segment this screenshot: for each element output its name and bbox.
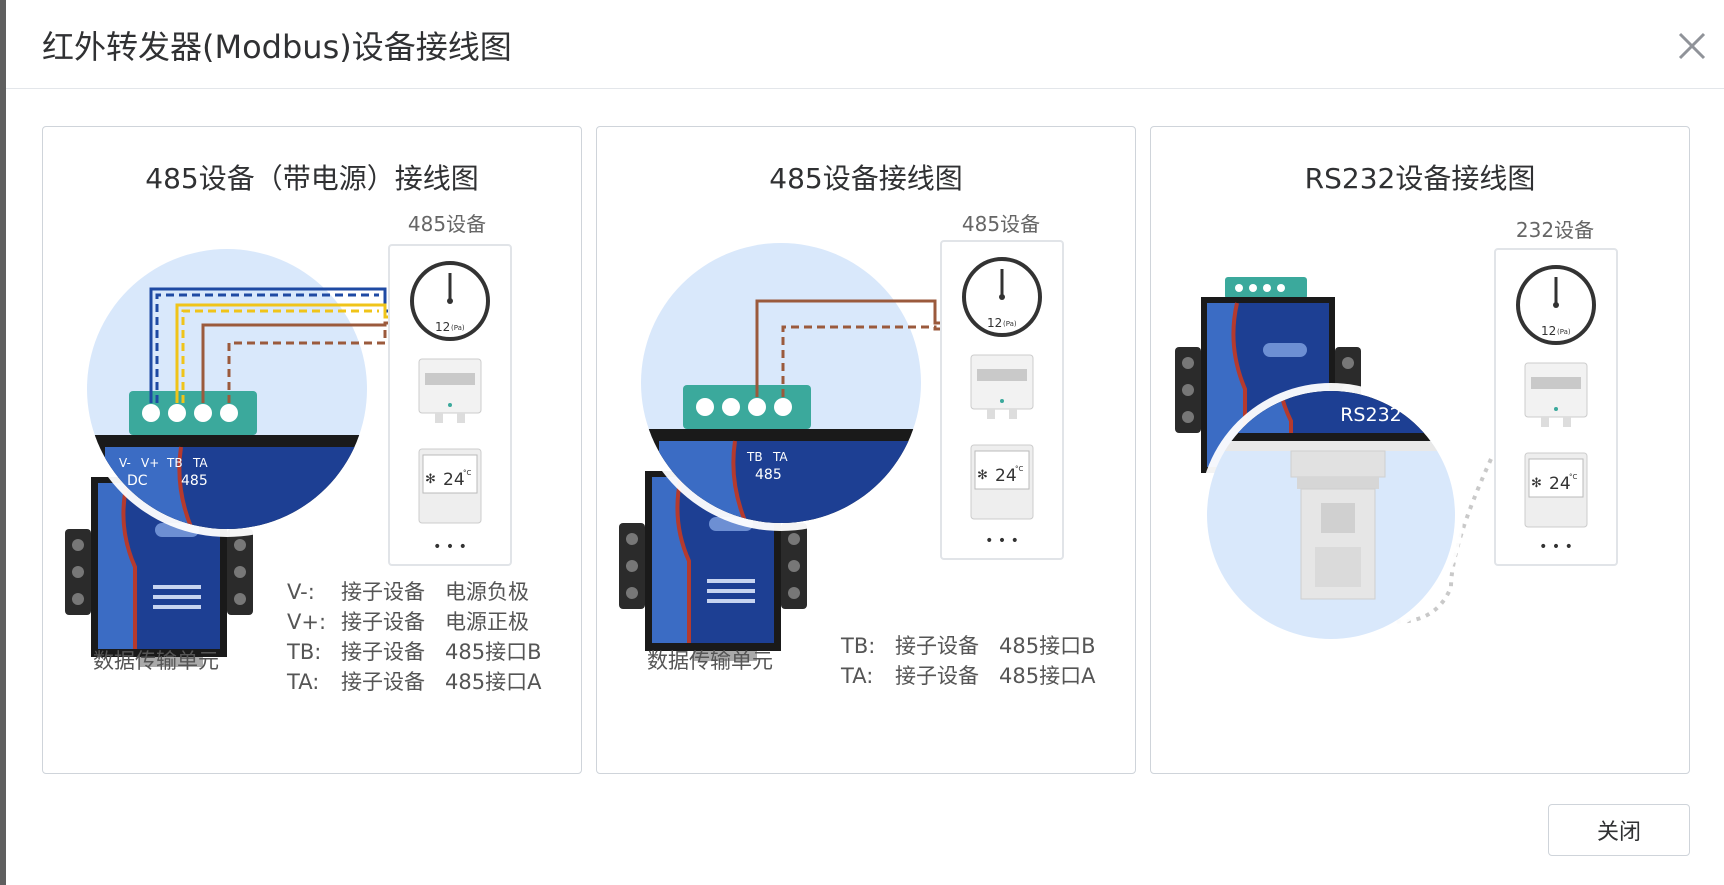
svg-text:(Pa): (Pa)	[1003, 320, 1017, 328]
svg-text:12: 12	[1541, 324, 1556, 338]
dtu-label: 数据传输单元	[647, 649, 773, 673]
svg-text:(Pa): (Pa)	[1557, 328, 1571, 336]
panel-485: 485设备接线图	[596, 126, 1136, 774]
dialog-title: 红外转发器(Modbus)设备接线图	[42, 28, 512, 66]
svg-text:12: 12	[987, 316, 1002, 330]
panel-title: RS232设备接线图	[1304, 162, 1536, 195]
svg-text:12: 12	[435, 320, 450, 334]
wiring-diagram-485: TB TA 485 485设备 12 (Pa)	[619, 212, 1064, 661]
legend-row: V-:接子设备电源负极	[287, 580, 529, 604]
terminal-label: V+	[141, 456, 159, 470]
wiring-dialog: 红外转发器(Modbus)设备接线图 485设备（带电源）接线图	[6, 0, 1724, 885]
svg-text:°C: °C	[1015, 465, 1024, 473]
terminal-label: TA	[192, 456, 208, 470]
wiring-diagram-485-powered: V- V+ TB TA DC 485 485设备	[65, 212, 512, 667]
dtu-device	[65, 477, 253, 667]
svg-text:✻: ✻	[425, 472, 436, 487]
terminal-label: TB	[746, 450, 763, 464]
svg-text:✻: ✻	[1531, 476, 1542, 491]
legend-row: V+:接子设备电源正极	[287, 610, 529, 634]
dialog-header: 红外转发器(Modbus)设备接线图	[6, 0, 1724, 89]
module-label: RS232	[1340, 404, 1402, 426]
close-button[interactable]: 关闭	[1548, 804, 1690, 856]
pressure-gauge-icon: 12 (Pa)	[410, 261, 490, 341]
svg-text:(Pa): (Pa)	[451, 324, 465, 332]
close-icon[interactable]	[1672, 26, 1712, 66]
device-label: 232设备	[1516, 218, 1594, 242]
magnify-circle: RS232	[1199, 383, 1463, 647]
panel-rs232: RS232设备接线图	[1150, 126, 1690, 774]
more-devices-icon: • • •	[985, 533, 1019, 549]
magnify-circle: TB TA 485	[633, 235, 929, 531]
dtu-label: 数据传输单元	[93, 649, 219, 673]
device-column: 12 (Pa) ✻ 24 °C • • •	[1494, 248, 1618, 566]
panel-485-powered: 485设备（带电源）接线图	[42, 126, 582, 774]
more-devices-icon: • • •	[1539, 539, 1573, 555]
device-column: 12 (Pa) ✻ 24 °C • • •	[388, 244, 512, 566]
module-label: 485	[755, 467, 782, 483]
svg-text:°C: °C	[1569, 473, 1578, 481]
thermostat-icon: ✻ 24 °C	[418, 448, 482, 524]
svg-text:24: 24	[1549, 474, 1571, 494]
svg-text:°C: °C	[463, 469, 472, 477]
terminal-label: TA	[772, 450, 788, 464]
wiring-diagram-rs232: RS232 232设备 12 (Pa)	[1175, 218, 1618, 647]
module-label: DC	[127, 473, 148, 489]
more-devices-icon: • • •	[433, 539, 467, 555]
device-label: 485设备	[408, 212, 486, 236]
panel-title: 485设备（带电源）接线图	[145, 162, 479, 195]
device-column: 12 (Pa) ✻ 24 °C • • •	[940, 240, 1064, 560]
transmitter-icon	[1524, 362, 1588, 427]
terminal-label: TB	[166, 456, 183, 470]
transmitter-icon	[970, 354, 1034, 419]
device-label: 485设备	[962, 212, 1040, 236]
module-label: 485	[181, 473, 208, 489]
thermostat-icon: ✻ 24 °C	[1524, 452, 1588, 528]
svg-text:✻: ✻	[977, 468, 988, 483]
transmitter-icon	[418, 358, 482, 423]
pressure-gauge-icon: 12 (Pa)	[1516, 265, 1596, 345]
panel-title: 485设备接线图	[769, 162, 963, 195]
svg-text:24: 24	[995, 466, 1017, 486]
terminal-label: V-	[119, 456, 131, 470]
pressure-gauge-icon: 12 (Pa)	[962, 257, 1042, 337]
thermostat-icon: ✻ 24 °C	[970, 444, 1034, 520]
svg-text:24: 24	[443, 470, 465, 490]
